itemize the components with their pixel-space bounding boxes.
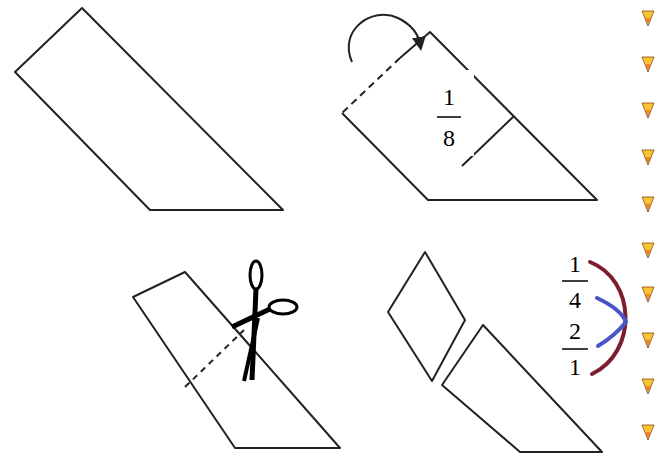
fraction-number: 8 xyxy=(443,126,455,150)
candy-corn xyxy=(642,57,654,72)
scissors-icon xyxy=(232,261,297,381)
cut-piece xyxy=(442,325,602,452)
candy-corn xyxy=(642,333,654,348)
bracket-mark xyxy=(590,262,626,374)
fraction-bar xyxy=(562,280,588,282)
fraction-number: 1 xyxy=(569,355,581,379)
fraction-number: 2 xyxy=(569,319,581,343)
candy-corn xyxy=(642,379,654,394)
fraction-number: 4 xyxy=(569,288,581,312)
greater-than-mark xyxy=(597,298,626,346)
candy-corn-column xyxy=(642,11,654,440)
fold-arrow xyxy=(349,15,420,62)
fraction-number: 1 xyxy=(443,85,455,109)
candy-corn xyxy=(642,11,654,26)
candy-corn xyxy=(642,103,654,118)
paper-strip xyxy=(15,8,283,210)
fraction-bar xyxy=(437,116,461,118)
fraction-bar xyxy=(562,348,588,350)
cut-piece xyxy=(388,252,465,381)
cut-strip xyxy=(133,272,340,448)
candy-corn xyxy=(642,425,654,440)
candy-corn xyxy=(642,287,654,302)
candy-corn xyxy=(642,197,654,212)
folded-strip xyxy=(342,15,597,200)
candy-corn xyxy=(642,243,654,258)
fraction-number: 1 xyxy=(569,252,581,276)
candy-corn xyxy=(642,150,654,165)
